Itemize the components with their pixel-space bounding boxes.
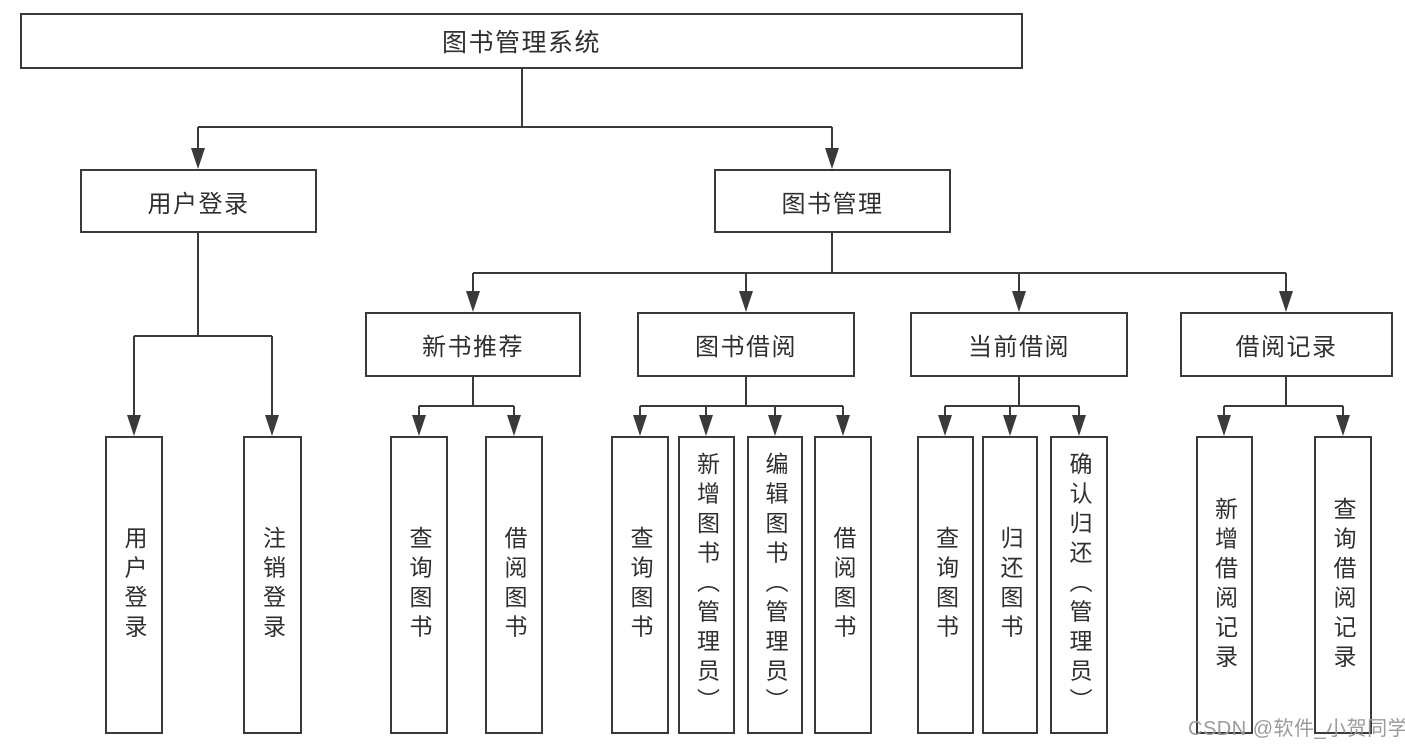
- leaf-query-books-recommend: 查询图书: [390, 436, 448, 734]
- arrowhead: [507, 415, 521, 436]
- leaf-borrow-books-recommend: 借阅图书: [485, 436, 543, 734]
- node-system-root: 图书管理系统: [20, 13, 1023, 69]
- arrowhead: [1279, 291, 1293, 312]
- connector-borrow-to-leaves: [639, 377, 844, 417]
- leaf-add-books-admin: 新增图书（管理员）: [678, 436, 735, 734]
- connector-mgmt-to-level3: [472, 233, 1287, 293]
- arrowhead: [938, 415, 952, 436]
- arrowhead: [127, 415, 141, 436]
- leaf-logout: 注销登录: [243, 436, 302, 734]
- arrowhead: [768, 415, 782, 436]
- arrowhead: [1003, 415, 1017, 436]
- arrowhead: [265, 415, 279, 436]
- arrowhead: [1012, 291, 1026, 312]
- arrowhead: [466, 291, 480, 312]
- connector-login-to-leaves: [133, 233, 273, 417]
- node-book-management: 图书管理: [714, 169, 951, 233]
- leaf-query-books-current: 查询图书: [917, 436, 974, 734]
- node-borrowing-records: 借阅记录: [1180, 312, 1393, 377]
- node-new-book-recommendation: 新书推荐: [365, 312, 581, 377]
- arrowhead: [1336, 415, 1350, 436]
- node-user-login: 用户登录: [80, 169, 317, 233]
- node-book-borrowing: 图书借阅: [637, 312, 855, 377]
- leaf-edit-books-admin: 编辑图书（管理员）: [747, 436, 803, 734]
- arrowhead: [633, 415, 647, 436]
- leaf-return-books: 归还图书: [982, 436, 1038, 734]
- connector-recommend-to-leaves: [418, 377, 515, 417]
- connector-records-to-leaves: [1223, 377, 1344, 417]
- watermark-text: CSDN @软件_小贺同学: [1188, 718, 1405, 740]
- arrowhead: [836, 415, 850, 436]
- arrowhead: [699, 415, 713, 436]
- arrowhead: [825, 148, 839, 169]
- leaf-query-borrow-record: 查询借阅记录: [1314, 436, 1372, 734]
- arrowhead: [739, 291, 753, 312]
- connector-root-to-level2: [197, 68, 833, 150]
- connector-current-to-leaves: [944, 377, 1080, 417]
- leaf-borrow-books: 借阅图书: [814, 436, 872, 734]
- arrowhead: [191, 148, 205, 169]
- arrowhead: [412, 415, 426, 436]
- leaf-add-borrow-record: 新增借阅记录: [1196, 436, 1253, 734]
- leaf-confirm-return-admin: 确认归还（管理员）: [1050, 436, 1108, 734]
- node-current-borrowing: 当前借阅: [910, 312, 1128, 377]
- arrowhead: [1072, 415, 1086, 436]
- leaf-query-books-borrow: 查询图书: [611, 436, 669, 734]
- arrowhead: [1217, 415, 1231, 436]
- leaf-user-login: 用户登录: [105, 436, 163, 734]
